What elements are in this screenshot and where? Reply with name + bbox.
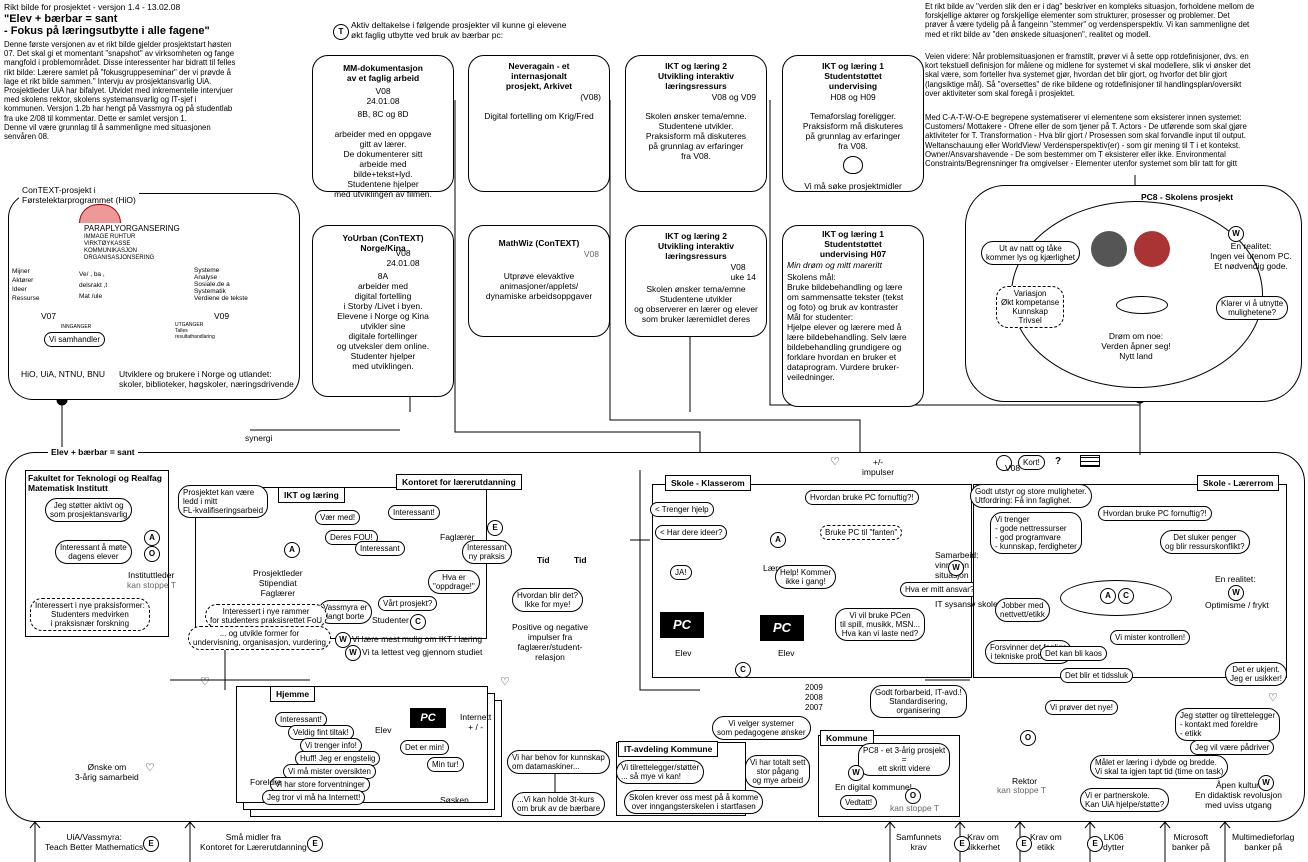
pc8-project-area: PC8 - Skolens prosjekt Ut av natt og tåk… [965, 185, 1302, 402]
clock-icon [996, 455, 1012, 471]
env-sikkerhet: Krav om sikkerhet [966, 832, 1001, 852]
fountain-icon [1116, 296, 1168, 314]
samhandler-bubble: Vi samhandler [44, 332, 105, 347]
context-project-area: ConTEXT-prosjekt i Førstelektarprogramme… [8, 184, 300, 400]
env-multimedieforlag: Multimedieforlag banker på [1232, 832, 1295, 852]
pc-laptop-icon: PC [660, 612, 704, 638]
main-subtitle: - Fokus på læringsutbytte i alle fagene" [4, 25, 210, 37]
right-text-p2: Veien videre: Når problemsituasjonen er … [925, 52, 1251, 98]
money-bag-icon [843, 156, 863, 174]
main-title: "Elev + bærbar = sant [4, 13, 118, 25]
pc-laptop-icon: PC [760, 615, 804, 641]
brick-wall-icon [1080, 455, 1100, 467]
heart-icon: ♡ [200, 676, 210, 688]
heart-icon: ♡ [500, 676, 510, 688]
heart-icon: ♡ [145, 762, 155, 774]
project-ikt-2-bottom: IKT og læring 2 Utvikling interaktiv lær… [625, 225, 767, 337]
env-microsoft: Microsoft banker på [1172, 832, 1210, 852]
right-text-p3: Med C-A-T-W-O-E begrepene systematiserer… [925, 113, 1247, 169]
env-samfunnets-krav: Samfunnets krav [896, 832, 942, 852]
head-left-icon [1091, 231, 1127, 267]
system-title: Elev + bærbar = sant [48, 447, 138, 457]
project-mm-dokumentasjon: MM-dokumentasjon av et faglig arbeid V08… [312, 55, 454, 199]
head-right-icon [1134, 231, 1170, 267]
project-ikt-1-bottom: IKT og læring 1 Studentstøttet undervisi… [782, 225, 924, 407]
home-laptop-icon: PC [410, 708, 446, 728]
project-ikt-1-top: IKT og læring 1 Studentstøttet undervisi… [782, 55, 924, 192]
project-mathwiz: MathWiz (ConTEXT) V08 Utprøve elevaktive… [468, 225, 610, 337]
year-stack: 2009 2008 2007 [805, 683, 823, 712]
meeting-table-icon [1060, 580, 1172, 616]
heart-icon: ♡ [830, 456, 840, 468]
system-boundary [5, 452, 1305, 822]
version-line: Rikt bilde for prosjektet - versjon 1.4 … [4, 2, 181, 12]
right-text-p1: Et rikt bilde av "verden slik den er i d… [925, 2, 1255, 39]
env-lk06: LK06 dytter [1103, 832, 1125, 852]
env-sma-midler: Små midler fra Kontoret for Lærerutdanni… [200, 832, 307, 852]
project-neveragain: Neveragain - et internasjonalt prosjekt,… [468, 55, 610, 192]
heart-icon: ♡ [1268, 692, 1278, 704]
t-badge: T [333, 24, 349, 40]
top-note-text: Aktiv deltakelse i følgende prosjekter v… [351, 20, 567, 40]
env-uia: UiA/Vassmyra: Teach Better Mathematics [45, 832, 144, 852]
project-ikt-2-top: IKT og læring 2 Utvikling interaktiv lær… [625, 55, 767, 192]
env-etikk: Krav om etikk [1030, 832, 1062, 852]
intro-text: Denne første versjonen av et rikt bilde … [4, 40, 236, 142]
project-yourban: YoUrban (ConTEXT) Norge/Kina V08 24.01.0… [312, 225, 454, 397]
umbrella-icon [79, 204, 121, 223]
